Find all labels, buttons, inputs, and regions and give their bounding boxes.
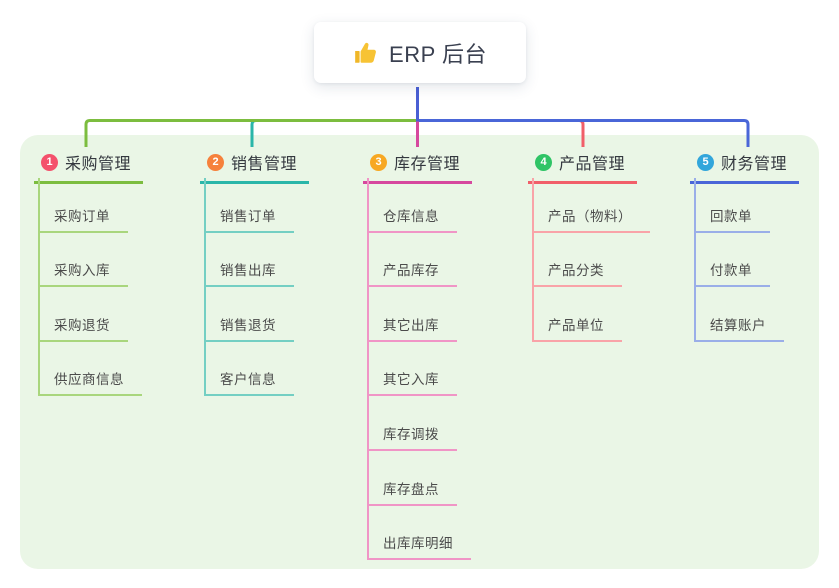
thumbs-up-icon — [353, 40, 379, 66]
child-node-3-3[interactable]: 其它出库 — [367, 314, 457, 342]
child-node-2-2[interactable]: 销售出库 — [204, 259, 294, 288]
child-node-label: 产品（物料） — [548, 208, 632, 224]
child-node-label: 产品分类 — [548, 263, 604, 279]
branch-label: 财务管理 — [721, 156, 788, 173]
branch-node-5[interactable]: 5 财务管理 — [690, 148, 800, 184]
child-node-5-1[interactable]: 回款单 — [694, 205, 770, 233]
branch-label: 产品管理 — [559, 156, 626, 173]
child-node-3-5[interactable]: 库存调拨 — [367, 423, 457, 451]
child-node-label: 采购订单 — [54, 208, 110, 224]
child-node-3-4[interactable]: 其它入库 — [367, 368, 457, 397]
child-node-3-6[interactable]: 库存盘点 — [367, 478, 457, 506]
branch-node-1[interactable]: 1 采购管理 — [34, 148, 144, 184]
root-node[interactable]: ERP 后台 — [314, 22, 526, 83]
child-node-5-3[interactable]: 结算账户 — [694, 314, 784, 342]
child-node-2-1[interactable]: 销售订单 — [204, 205, 294, 233]
child-node-label: 采购退货 — [54, 317, 110, 333]
child-node-3-7[interactable]: 出库库明细 — [367, 532, 471, 561]
child-node-4-2[interactable]: 产品分类 — [532, 259, 622, 288]
branch-spine-line-4 — [532, 178, 534, 342]
branch-label: 销售管理 — [231, 156, 298, 173]
child-node-5-2[interactable]: 付款单 — [694, 259, 770, 288]
branch-spine-line-1 — [38, 178, 40, 397]
child-node-label: 采购入库 — [54, 263, 110, 279]
branch-node-4[interactable]: 4 产品管理 — [528, 148, 638, 184]
child-node-label: 其它出库 — [383, 317, 439, 333]
child-node-label: 库存调拨 — [383, 426, 439, 442]
child-node-label: 结算账户 — [710, 317, 766, 333]
child-node-label: 仓库信息 — [383, 208, 439, 224]
branch-label: 采购管理 — [65, 156, 132, 173]
child-node-label: 销售出库 — [220, 263, 276, 279]
child-node-label: 销售订单 — [220, 208, 276, 224]
child-node-2-4[interactable]: 客户信息 — [204, 368, 294, 397]
branch-spine-line-3 — [367, 178, 369, 561]
child-node-1-4[interactable]: 供应商信息 — [38, 368, 142, 397]
branch-number-badge: 1 — [41, 153, 58, 171]
branch-number-badge: 4 — [535, 153, 552, 171]
branch-number-badge: 5 — [697, 153, 714, 171]
child-node-label: 产品单位 — [548, 317, 604, 333]
child-node-2-3[interactable]: 销售退货 — [204, 314, 294, 342]
child-node-label: 出库库明细 — [383, 536, 453, 552]
child-node-label: 客户信息 — [220, 372, 276, 388]
child-node-label: 库存盘点 — [383, 481, 439, 497]
child-node-1-2[interactable]: 采购入库 — [38, 259, 128, 288]
child-node-4-3[interactable]: 产品单位 — [532, 314, 622, 342]
branch-number-badge: 2 — [207, 153, 224, 171]
child-node-4-1[interactable]: 产品（物料） — [532, 205, 650, 233]
branch-node-3[interactable]: 3 库存管理 — [363, 148, 473, 184]
child-node-label: 付款单 — [710, 263, 752, 279]
child-node-3-2[interactable]: 产品库存 — [367, 259, 457, 288]
root-node-label: ERP 后台 — [389, 41, 487, 67]
branch-number-badge: 3 — [370, 153, 387, 171]
branch-spine-line-5 — [694, 178, 696, 342]
child-node-label: 供应商信息 — [54, 372, 124, 388]
child-node-3-1[interactable]: 仓库信息 — [367, 205, 457, 233]
child-node-label: 产品库存 — [383, 263, 439, 279]
child-node-label: 销售退货 — [220, 317, 276, 333]
branch-node-2[interactable]: 2 销售管理 — [200, 148, 310, 184]
branch-label: 库存管理 — [394, 156, 461, 173]
child-node-label: 其它入库 — [383, 372, 439, 388]
mindmap-background-panel — [20, 135, 819, 569]
child-node-label: 回款单 — [710, 208, 752, 224]
child-node-1-1[interactable]: 采购订单 — [38, 205, 128, 233]
branch-spine-line-2 — [204, 178, 206, 397]
child-node-1-3[interactable]: 采购退货 — [38, 314, 128, 342]
